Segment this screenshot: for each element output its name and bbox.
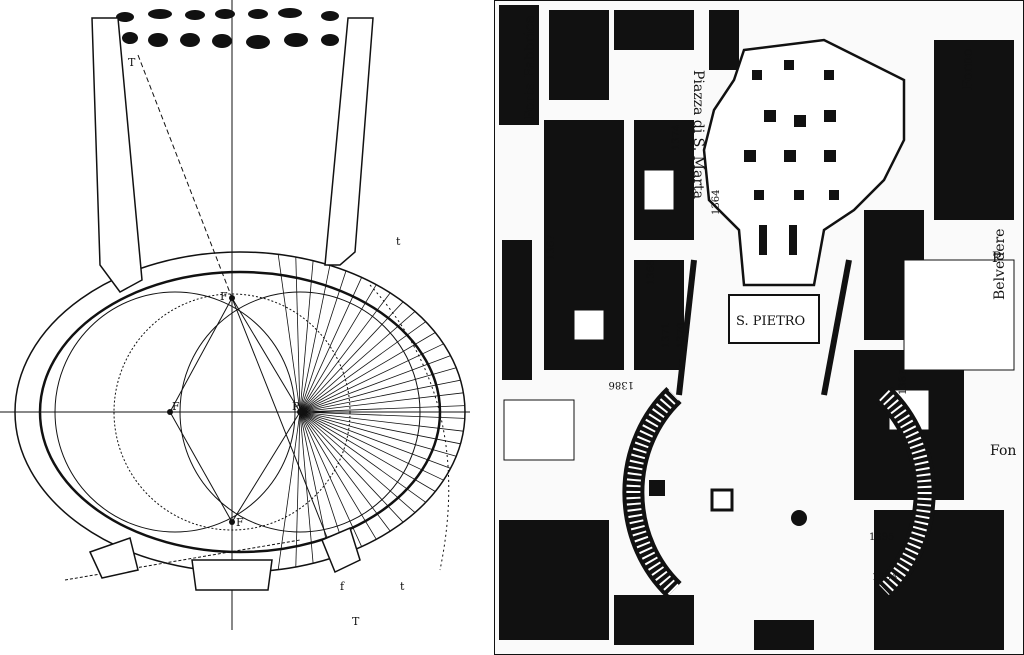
radial-ray bbox=[299, 411, 464, 432]
label-1374: 1374 bbox=[671, 125, 682, 150]
label-forno: Forno bbox=[960, 48, 976, 90]
radial-ray bbox=[299, 411, 457, 457]
radial-ray bbox=[299, 260, 314, 413]
radial-ray bbox=[299, 411, 444, 481]
label-p: P bbox=[992, 250, 1001, 266]
label-t-right-top: t bbox=[396, 235, 401, 248]
label-1371: 1371 bbox=[661, 323, 672, 348]
label-belvedere: Belvedere bbox=[992, 229, 1008, 300]
label-p-center: P bbox=[292, 400, 300, 413]
label-t-right-bottom: t bbox=[400, 580, 405, 593]
radial-ray bbox=[299, 411, 465, 419]
construction-lines bbox=[64, 297, 331, 581]
corridor-wings bbox=[676, 259, 852, 396]
label-porta-fabbrica: Porta Fabbrica bbox=[522, 15, 538, 120]
radial-ray bbox=[299, 292, 391, 413]
radial-ray bbox=[295, 411, 301, 568]
right-wing bbox=[324, 17, 374, 266]
radial-ray bbox=[299, 332, 436, 413]
radial-ray bbox=[299, 277, 362, 413]
label-1368: 1368 bbox=[646, 260, 657, 285]
radial-ray bbox=[299, 301, 404, 413]
radial-ray bbox=[299, 321, 426, 413]
radial-ray bbox=[299, 411, 451, 469]
radial-ray bbox=[299, 311, 416, 413]
left-wing bbox=[91, 17, 143, 293]
historical-map: Porta Fabbrica Piazza di S. Marta Forno … bbox=[494, 0, 1024, 655]
tick-arc bbox=[369, 284, 450, 571]
radial-ray bbox=[299, 411, 436, 492]
radial-ray bbox=[299, 392, 464, 413]
wall-stubs bbox=[88, 526, 361, 579]
label-p-lower: F bbox=[236, 516, 244, 529]
label-p-upper: F bbox=[220, 290, 228, 303]
radial-ray bbox=[299, 411, 426, 503]
radial-ray bbox=[299, 411, 347, 554]
radial-ray bbox=[277, 411, 301, 570]
label-t-top: T bbox=[128, 56, 136, 69]
piazza-colonnade bbox=[622, 387, 936, 598]
axes bbox=[0, 0, 470, 630]
radial-ray bbox=[299, 343, 444, 413]
historical-map-panel: Porta Fabbrica Piazza di S. Marta Forno … bbox=[494, 0, 1024, 655]
radial-ray bbox=[277, 254, 301, 413]
radial-ray bbox=[299, 411, 377, 540]
label-1395: 1395 bbox=[869, 532, 894, 543]
radial-ray bbox=[299, 411, 461, 445]
label-f-bottom: f bbox=[340, 580, 345, 593]
radial-ray bbox=[299, 405, 465, 413]
radial-ray bbox=[299, 411, 362, 547]
label-1367: 1367 bbox=[546, 235, 557, 260]
tree-row bbox=[116, 8, 339, 49]
city-blocks bbox=[499, 5, 1014, 650]
radial-ray bbox=[299, 270, 347, 413]
piazza-features bbox=[649, 480, 807, 526]
label-1394: 1394 bbox=[872, 572, 897, 583]
radial-ray bbox=[295, 256, 301, 413]
radial-ray bbox=[299, 411, 331, 559]
radial-ray bbox=[299, 379, 461, 413]
sight-line bbox=[137, 54, 233, 299]
geometric-plan-panel: T T F F P F t t f bbox=[0, 0, 490, 655]
label-piazza-marta: Piazza di S. Marta bbox=[690, 70, 706, 199]
geometric-plan-drawing: T T F F P F t t f bbox=[0, 0, 470, 630]
label-1387: 1387 bbox=[898, 370, 909, 395]
label-fon: Fon bbox=[990, 443, 1016, 459]
radial-ray bbox=[299, 411, 391, 532]
radial-ray bbox=[299, 411, 416, 513]
construction-points bbox=[167, 295, 303, 525]
label-t-bottom: T bbox=[352, 615, 360, 628]
entrance-block bbox=[191, 559, 273, 591]
radial-ray bbox=[299, 284, 377, 413]
label-p-left: F bbox=[172, 400, 180, 413]
radial-ray bbox=[299, 265, 331, 413]
radial-ray bbox=[299, 411, 404, 523]
label-1364: 1364 bbox=[711, 190, 722, 215]
label-1370: 1370 bbox=[676, 323, 687, 348]
st-peters-basilica bbox=[702, 38, 906, 344]
label-san-pietro: S. PIETRO bbox=[736, 314, 805, 329]
radial-rays bbox=[277, 254, 465, 570]
radial-ray bbox=[299, 411, 314, 564]
radial-ray bbox=[299, 367, 457, 413]
label-1386: 1386 bbox=[609, 379, 634, 390]
radial-ray bbox=[299, 355, 451, 413]
